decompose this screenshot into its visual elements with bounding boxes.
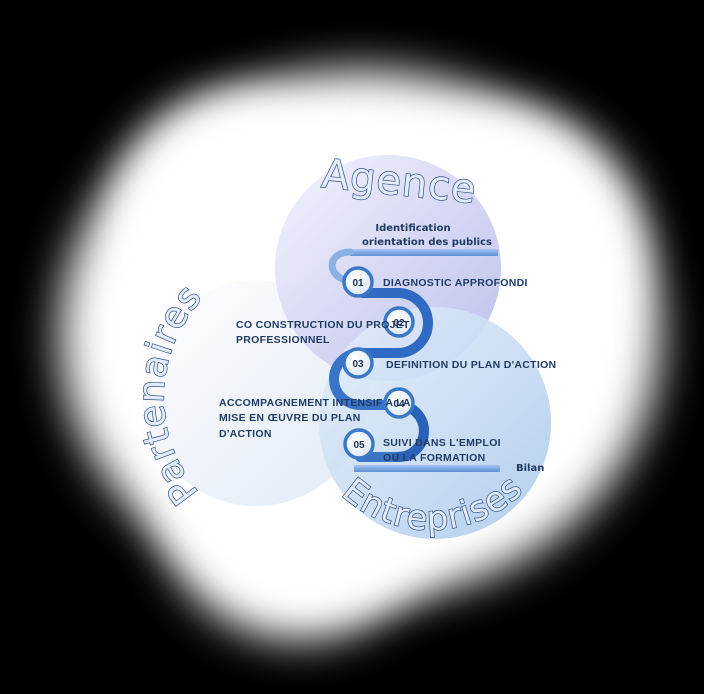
- identification-label-line2: orientation des publics: [362, 237, 492, 248]
- step-badge-04: 04: [383, 387, 415, 419]
- circle-entreprises: [319, 307, 551, 539]
- step-04-label-line2: MISE EN ŒUVRE DU PLAN: [219, 412, 361, 424]
- step-03-label: DEFINITION DU PLAN D'ACTION: [386, 359, 556, 371]
- step-badge-01: 01: [342, 266, 374, 298]
- identification-label-line1: Identification: [375, 223, 450, 234]
- svg-text:03: 03: [352, 359, 364, 370]
- step-04-label-line3: D'ACTION: [219, 428, 272, 440]
- bilan-label: Bilan: [516, 463, 544, 474]
- step-02-label-line1: CO CONSTRUCTION DU PROJET: [236, 319, 410, 331]
- step-badge-02: 02: [383, 306, 415, 338]
- svg-text:05: 05: [353, 440, 365, 451]
- step-02-label-line2: PROFESSIONNEL: [236, 334, 330, 346]
- svg-text:04: 04: [393, 399, 405, 410]
- step-04-label-line1: ACCOMPAGNEMENT INTENSIF A LA: [219, 397, 411, 409]
- svg-text:02: 02: [393, 318, 405, 329]
- svg-text:01: 01: [352, 278, 364, 289]
- step-05-label-line1: SUIVI DANS L'EMPLOI: [383, 437, 501, 449]
- step-badge-05: 05: [343, 428, 375, 460]
- step-01-label: DIAGNOSTIC APPROFONDI: [383, 277, 528, 289]
- identification-bar: [350, 249, 498, 256]
- step-05-label-line2: OU LA FORMATION: [383, 452, 486, 464]
- step-badge-03: 03: [342, 347, 374, 379]
- bilan-bar: [354, 465, 500, 472]
